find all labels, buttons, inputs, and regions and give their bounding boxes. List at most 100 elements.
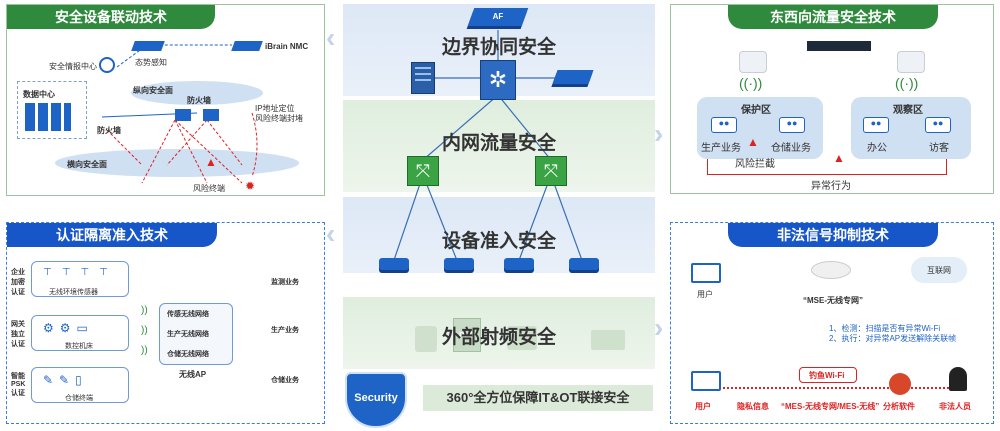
band-intranet: 内网流量安全: [441, 133, 556, 154]
group-icon: ●●: [711, 117, 737, 133]
wifi-icon: )): [141, 325, 148, 336]
red-link: [723, 387, 953, 389]
user-bottom-label: 用户: [695, 402, 711, 411]
group-icon: ●●: [925, 117, 951, 133]
ssid-sense-label: 传感无线网络: [167, 311, 209, 318]
laptop-icon: [691, 263, 721, 283]
ap-ceiling-icon: [811, 261, 851, 279]
arrow-right-icon: ›: [654, 312, 664, 343]
edge-router-icon: [569, 258, 599, 270]
group-box: [31, 261, 129, 297]
security-badge-label: Security: [354, 392, 398, 404]
ibrain-label: iBrain NMC: [265, 42, 309, 51]
production-label: 生产业务: [701, 143, 741, 154]
edge-router-icon: [444, 258, 474, 270]
panel-title: 认证隔离准入技术: [7, 223, 217, 247]
internet-label: 互联网: [927, 266, 951, 275]
scanner-icon: ✎✎▯: [43, 373, 88, 387]
wifi-icon: ((·)): [895, 75, 919, 91]
fake-ap-label: 钓鱼Wi-Fi: [809, 371, 845, 380]
panel-title: 非法信号抑制技术: [728, 223, 938, 247]
observe-zone-label: 观察区: [893, 105, 923, 116]
analysis-icon: [889, 373, 911, 395]
analysis-label: 分析软件: [883, 402, 915, 411]
step1-label: 1、检测：扫描是否有异常Wi-Fi: [829, 324, 941, 333]
fake-ssid-label: “MES-无线专网/MES-无线”: [781, 402, 880, 411]
situation-awareness-label: 态势感知: [135, 58, 167, 67]
illegal-person-icon: [949, 367, 967, 391]
risk-terminal-label: 风险终端: [193, 184, 225, 193]
center-column: AF 边界协同安全 ✲ 内网流量安全 ⤧ ⤧ 设备准入安全 PLC 外部射频安全…: [343, 0, 655, 431]
af-firewall-icon: AF: [467, 8, 529, 26]
gateway-auth-label: 网关独立认证: [11, 321, 25, 348]
wireless-ap-label: 无线AP: [179, 370, 207, 379]
scanner-label: 仓储终端: [65, 395, 93, 402]
laptop-icon: [591, 330, 625, 350]
firewall-icon: [203, 109, 219, 121]
panel-east-west: 东西向流量安全技术 ((·)) ((·)) 保护区 观察区 ●● ●● ●● ●…: [670, 4, 994, 194]
virus-icon: ✹: [245, 179, 256, 193]
router-icon: [552, 70, 594, 84]
panel-title: 东西向流量安全技术: [728, 5, 938, 29]
abnormal-path: [707, 159, 947, 175]
group-box: [31, 367, 129, 403]
ap-icon: [897, 51, 925, 73]
abnormal-label: 异常行为: [811, 181, 851, 192]
ibrain-device-icon: [231, 41, 263, 51]
ssid-store-label: 仓储无线网络: [167, 351, 209, 358]
visitor-label: 访客: [929, 143, 949, 154]
svc-prod-label: 生产业务: [271, 327, 299, 334]
panel-auth-isolation: 认证隔离准入技术 企业加密认证 无线环境传感器 网关独立认证 数控机床 智能PS…: [6, 222, 325, 424]
ip-locate-label: IP地址定位: [255, 104, 295, 113]
intel-center-label: 安全情报中心: [49, 62, 97, 71]
warning-icon: ▲: [205, 155, 217, 169]
fake-ap-icon: [799, 367, 857, 383]
svc-store-label: 仓储业务: [271, 377, 299, 384]
svc-monitor-label: 监测业务: [271, 279, 299, 286]
wifi-icon: ((·)): [739, 75, 763, 91]
wifi-icon: )): [141, 305, 148, 316]
linkage-diagram: [55, 44, 299, 184]
core-switch-icon: ✲: [480, 60, 516, 100]
wifi-icon: )): [141, 345, 148, 356]
warning-icon: ▲: [833, 151, 845, 165]
laptop-icon: [691, 371, 721, 391]
enterprise-auth-label: 企业加密认证: [11, 269, 25, 296]
intel-center-icon: [99, 57, 115, 73]
band-boundary: 边界协同安全: [441, 37, 556, 58]
server-rack-icon: [25, 103, 71, 131]
sensor-icon: ⊤⊤⊤⊤: [43, 267, 118, 278]
band-rf: 外部射频安全: [441, 327, 556, 348]
server-icon: [411, 62, 435, 94]
illegal-label: 非法人员: [939, 402, 971, 411]
panel-title: 安全设备联动技术: [7, 5, 215, 29]
terminal-icon: [507, 326, 537, 350]
access-switch-icon: ⤧: [535, 156, 567, 186]
security-shield-icon: Security: [345, 372, 407, 428]
slogan-bar: 360°全方位保障IT&OT联接安全: [423, 385, 653, 411]
data-center-label: 数据中心: [23, 90, 55, 99]
edge-router-icon: [379, 258, 409, 270]
af-label: AF: [492, 12, 504, 21]
switch-icon: [807, 41, 871, 51]
sensor-label: 无线环境传感器: [49, 289, 98, 296]
firewall-top-label: 防火墙: [187, 96, 211, 105]
group-icon: ●●: [863, 117, 889, 133]
ap-name-label: “MSE-无线专网”: [803, 296, 863, 305]
ap-icon: [739, 51, 767, 73]
arrow-left-icon: ‹: [326, 218, 336, 249]
firewall-icon: [175, 109, 191, 121]
robot-arm-icon: ⚙⚙▭: [43, 321, 94, 335]
firewall-left-label: 防火墙: [97, 126, 121, 135]
group-icon: ●●: [779, 117, 805, 133]
warning-icon: ▲: [747, 135, 759, 149]
datacenter-box: [17, 81, 87, 139]
cloud-icon: [911, 257, 967, 283]
tablet-icon: [415, 326, 437, 352]
psk-auth-label: 智能PSK认证: [11, 373, 26, 397]
band-admission: 设备准入安全: [441, 231, 556, 252]
risk-block-label: 风险终端封堵: [255, 114, 303, 123]
arrow-right-icon: ›: [654, 118, 664, 149]
privacy-label: 隐私信息: [737, 402, 769, 411]
warehouse-label: 仓储业务: [771, 143, 811, 154]
